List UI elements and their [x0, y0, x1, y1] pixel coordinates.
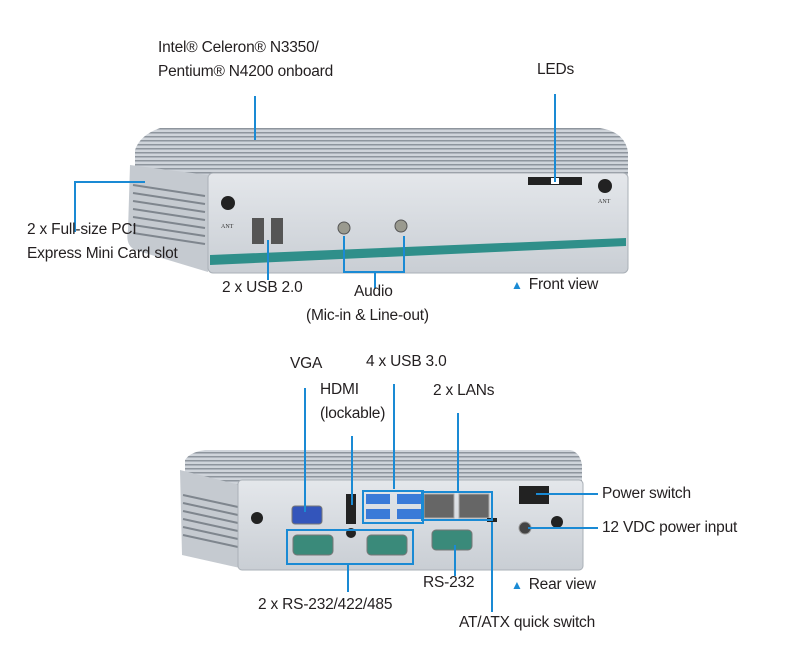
rear-view-text: Rear view [528, 576, 596, 593]
line-out-jack[interactable] [394, 219, 408, 233]
audio-label-2: (Mic-in & Line-out) [306, 307, 429, 324]
cpu-label-2: Pentium® N4200 onboard [158, 63, 334, 80]
usb3-label: 4 x USB 3.0 [366, 353, 447, 370]
pcie-label: 2 x Full-size PCI [27, 221, 137, 238]
antenna-front-left [221, 196, 235, 210]
leds-label: LEDs [537, 61, 575, 78]
antenna-label-left: ANT [221, 224, 234, 230]
lans-label: 2 x LANs [433, 382, 495, 399]
rear-device [180, 450, 584, 571]
hdmi-label: HDMI [320, 381, 359, 398]
usb2-port[interactable] [252, 218, 264, 244]
vga-label: VGA [290, 355, 323, 372]
triangle-icon: ▲ [511, 578, 523, 592]
atatx-label: AT/ATX quick switch [459, 614, 596, 631]
antenna-front-right [598, 179, 612, 193]
lan-port[interactable] [423, 493, 455, 519]
mic-in-jack[interactable] [337, 221, 351, 235]
hdmi-port[interactable] [346, 494, 356, 524]
power-switch-label: Power switch [602, 485, 691, 502]
cpu-label: Intel® Celeron® N3350/ [158, 39, 319, 56]
antenna-label-right: ANT [598, 199, 611, 205]
usb2-label: 2 x USB 2.0 [222, 279, 303, 296]
front-view-label: ▲ Front view [511, 273, 598, 297]
front-device [127, 128, 629, 274]
audio-label: Audio [354, 283, 393, 300]
rear-view-label: ▲ Rear view [511, 573, 596, 597]
usb2-port[interactable] [271, 218, 283, 244]
rs232-label: RS-232 [423, 574, 475, 591]
pcie-label-2: Express Mini Card slot [27, 245, 178, 262]
rs-multi-label: 2 x RS-232/422/485 [258, 596, 393, 613]
hdmi-label-2: (lockable) [320, 405, 386, 422]
power-switch[interactable] [519, 486, 549, 504]
rs232-port[interactable] [431, 529, 473, 551]
lan-port[interactable] [458, 493, 490, 519]
usb3-ports[interactable] [366, 494, 421, 519]
vga-port[interactable] [291, 505, 323, 525]
triangle-icon: ▲ [511, 278, 523, 292]
dc-input-label: 12 VDC power input [602, 519, 738, 536]
callout-lines [74, 94, 598, 612]
front-view-text: Front view [528, 276, 599, 293]
